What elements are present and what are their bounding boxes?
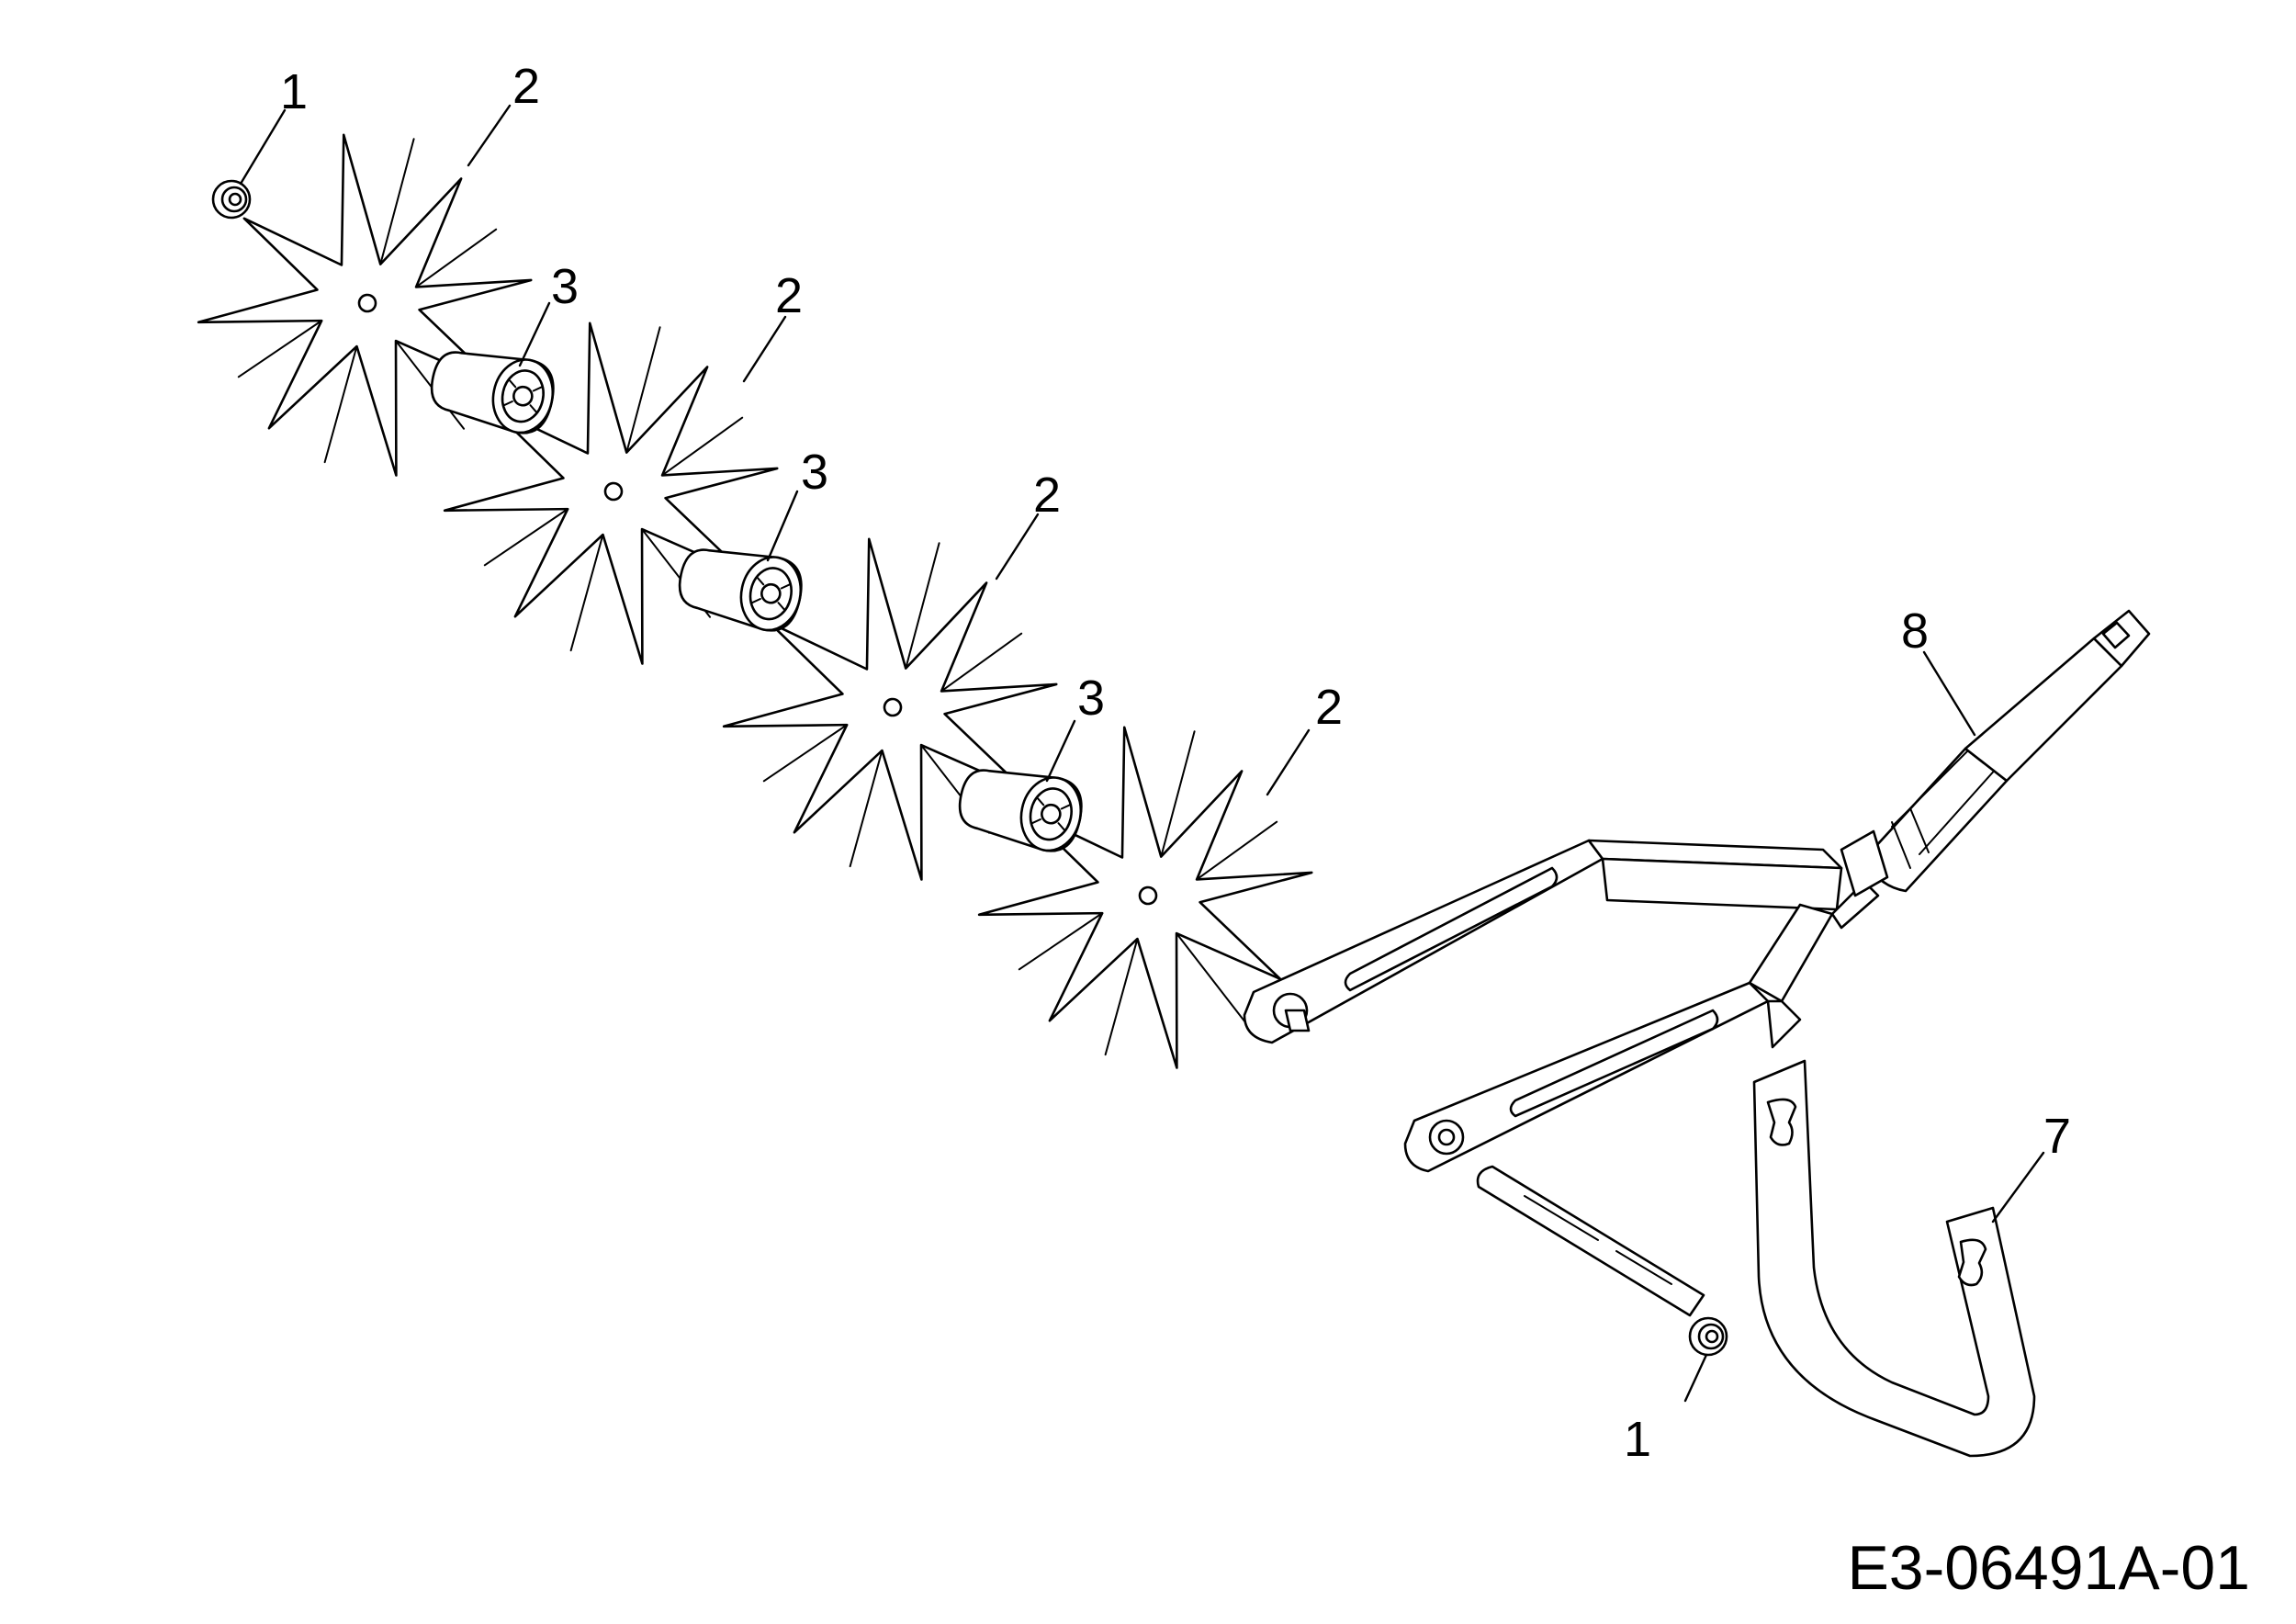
- label-spacer-1: 3: [551, 259, 579, 314]
- label-spacer-2: 3: [801, 445, 828, 500]
- label-spacer-3: 3: [1077, 671, 1105, 726]
- label-tine-4: 2: [1315, 680, 1343, 735]
- u-bracket: [1752, 1059, 2036, 1458]
- label-tine-2: 2: [775, 268, 803, 323]
- spacer-1: [423, 340, 561, 440]
- drawing-code: E3-06491A-01: [1847, 1533, 2250, 1603]
- leader-lines: [239, 104, 2045, 1403]
- lock-nut-top: [211, 179, 252, 220]
- drive-shaft: [1840, 609, 2151, 897]
- label-shaft: 8: [1901, 603, 1929, 659]
- pin: [1476, 1165, 1705, 1317]
- label-nut-top: 1: [280, 64, 308, 119]
- label-tine-3: 2: [1033, 468, 1061, 523]
- lock-nut-bottom: [1688, 1316, 1728, 1357]
- label-bracket: 7: [2043, 1109, 2071, 1164]
- label-nut-bottom: 1: [1624, 1412, 1651, 1467]
- spacer-3: [951, 758, 1089, 858]
- axle-fork: [1243, 839, 1880, 1173]
- label-tine-1: 2: [512, 59, 540, 114]
- tine-1: [174, 110, 557, 502]
- spacer-2: [671, 537, 809, 637]
